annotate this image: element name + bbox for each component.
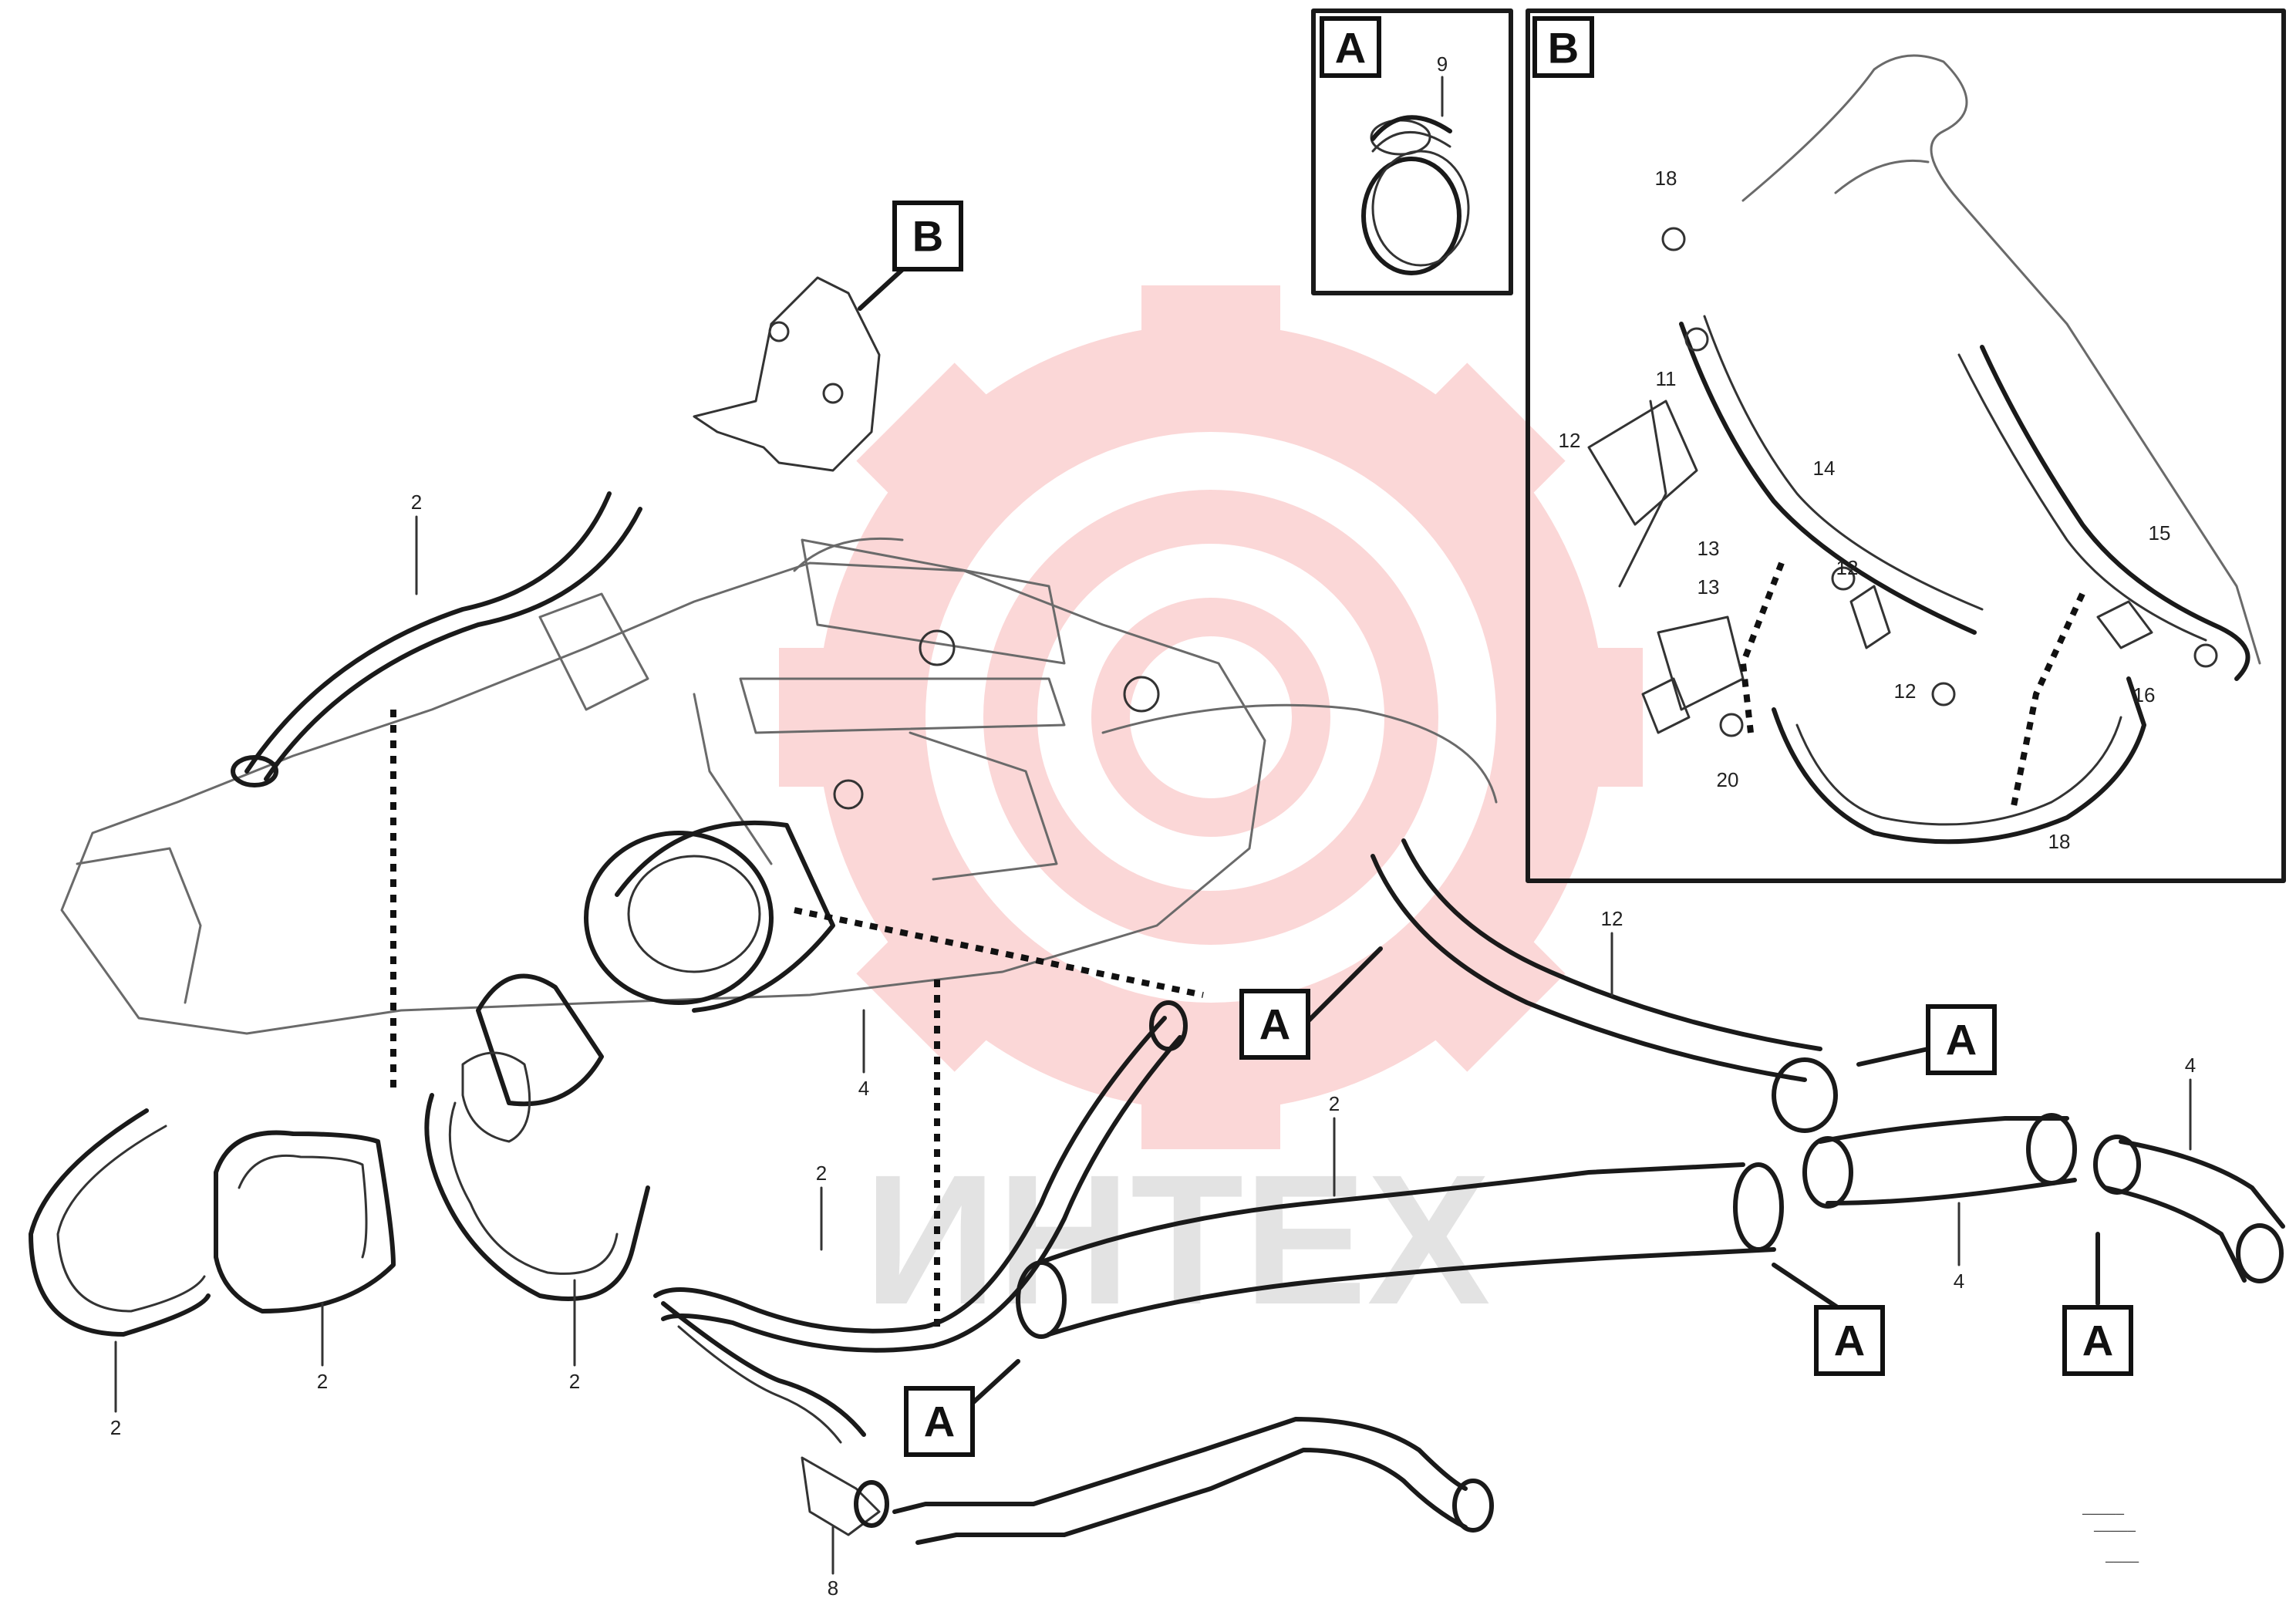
callout-b-label: B (912, 212, 943, 261)
part-number: 2 (569, 1370, 580, 1393)
hose (424, 1093, 650, 1301)
part-number: 15 (2149, 521, 2171, 545)
inset-a-label: A (1335, 24, 1366, 73)
part-number: 11 (1656, 367, 1677, 390)
part-number: 2 (411, 491, 422, 514)
hose (653, 1016, 1167, 1334)
part-number: 13 (1698, 575, 1720, 599)
part-number: 12 (1894, 679, 1917, 703)
drawing-code: ————— ————— ———— (2082, 1507, 2139, 1570)
part-number: 12 (1601, 907, 1623, 930)
callout-a-label: A (2082, 1317, 2113, 1365)
inset-b-tag (1532, 16, 1594, 78)
part-number: 2 (110, 1416, 121, 1439)
part-number: 4 (2185, 1054, 2196, 1077)
callout-a (2062, 1305, 2133, 1376)
callout-a-label: A (1946, 1016, 1977, 1064)
inset-b: B 18 11 12 14 (1526, 8, 2286, 883)
part-number: 18 (1655, 167, 1677, 190)
part-number: 2 (1329, 1092, 1340, 1115)
part-number: 4 (1954, 1270, 1964, 1293)
inset-b-part-numbers: 18 11 12 14 13 12 13 12 15 20 16 18 (1559, 167, 2171, 853)
part-number: 12 (1836, 556, 1859, 579)
callout-b (892, 201, 963, 271)
bracket (693, 276, 881, 472)
hose-clamp-icon (1361, 115, 1470, 275)
callout-a (1926, 1004, 1997, 1075)
part-number: 2 (816, 1162, 827, 1185)
part-number: 2 (317, 1370, 328, 1393)
watermark-text: ИНТЕХ (864, 1136, 1491, 1343)
part-number: 20 (1717, 768, 1739, 791)
inset-b-label: B (1548, 24, 1579, 73)
part-number: 12 (1559, 429, 1581, 452)
part-number: 18 (2048, 830, 2071, 853)
hose (1371, 854, 1807, 1082)
watermark-gear (779, 285, 1643, 1149)
inset-b-frame (1526, 8, 2286, 883)
callout-a-label: A (924, 1398, 955, 1446)
drawing-code-line: ————— (2093, 1524, 2136, 1539)
hose (1031, 1162, 1745, 1267)
part-number: 8 (828, 1576, 838, 1600)
part-number: 16 (2133, 683, 2156, 706)
inset-a: A 9 (1311, 8, 1513, 295)
drawing-code-line: ———— (2105, 1555, 2139, 1570)
hose (214, 1130, 396, 1313)
main-assembly: 2 B 2 2 2 4 2 (29, 201, 2285, 1600)
callout-a-label: A (1259, 1000, 1290, 1049)
callout-a-label: A (1834, 1317, 1865, 1365)
drawing-code-line: ————— (2082, 1507, 2124, 1523)
part-number: 13 (1698, 537, 1720, 560)
callout-a (1814, 1305, 1885, 1376)
part-number: 9 (1437, 52, 1448, 76)
callout-a (904, 1386, 975, 1457)
hose (29, 1108, 211, 1337)
inset-a-frame (1311, 8, 1513, 295)
part-number: 4 (858, 1077, 869, 1100)
inset-a-tag (1320, 16, 1381, 78)
part-number: 14 (1813, 457, 1836, 480)
callout-a (1239, 989, 1310, 1060)
pump-body (584, 831, 774, 1005)
